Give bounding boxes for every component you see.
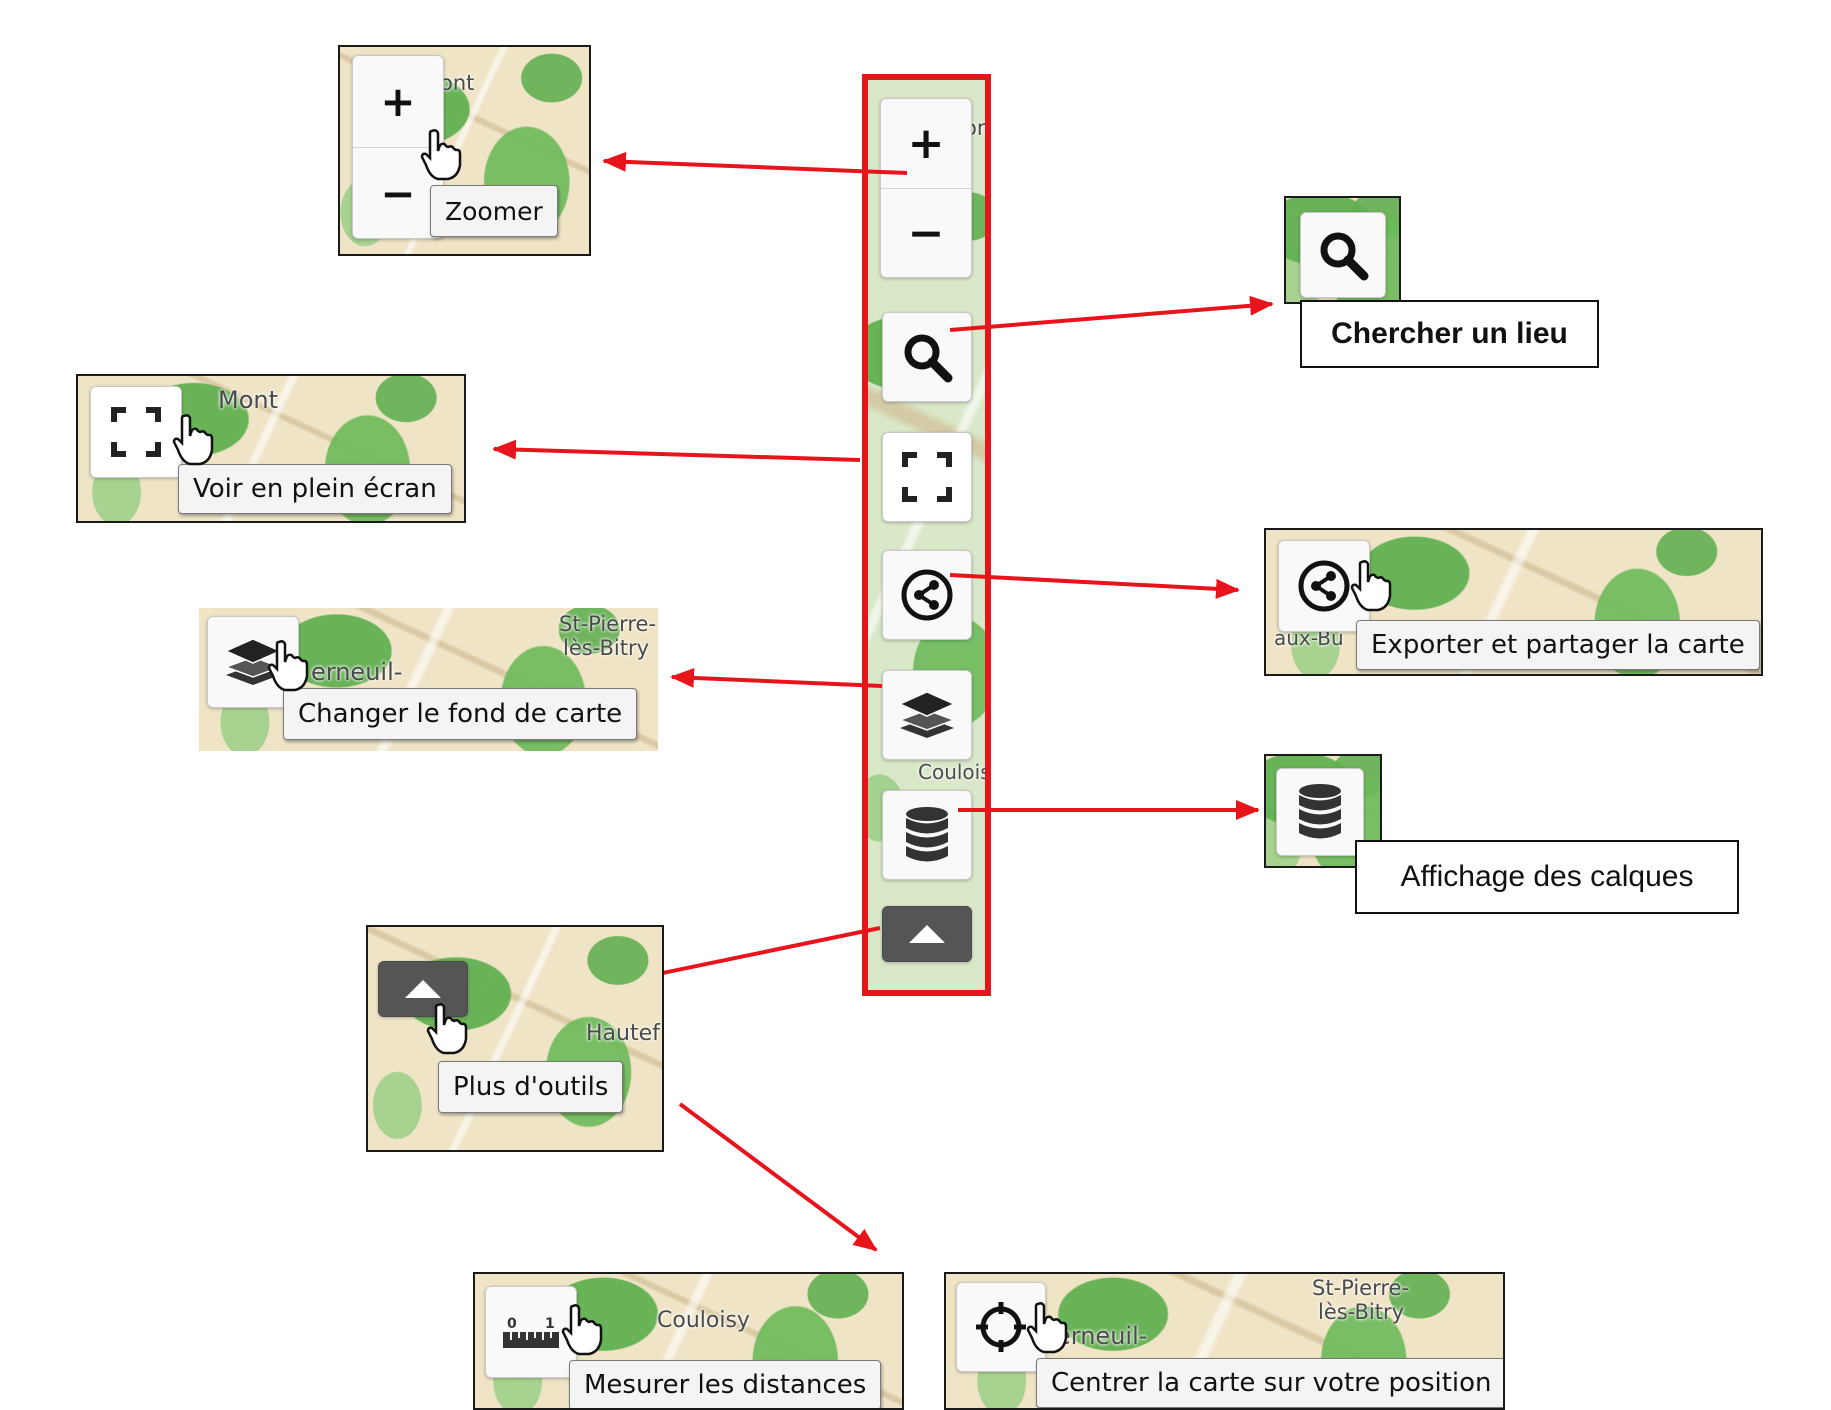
search-button[interactable] (1300, 212, 1386, 298)
map-label: St-Pierre- (559, 612, 657, 636)
fullscreen-icon (111, 407, 161, 457)
tooltip-search: Chercher un lieu (1300, 300, 1599, 368)
map-label: Hautef (586, 1021, 660, 1046)
crosshair-icon (976, 1302, 1026, 1352)
toolbar-map-strip: on Couloisy + − (862, 74, 991, 996)
map-label: lès-Bitry (563, 636, 650, 660)
center-callout: St-Pierre- lès-Bitry erneuil- Centrer la… (944, 1272, 1505, 1410)
share-button[interactable] (882, 550, 972, 640)
share-callout: aux-Bu Exporter et partager la carte (1264, 528, 1763, 676)
measure-callout: Couloisy 0 1 Mesurer les distances (473, 1272, 904, 1410)
map-label: erneuil- (1056, 1322, 1148, 1350)
map-label: Couloisy (918, 760, 991, 784)
search-callout (1284, 196, 1401, 304)
hand-pointer-icon (267, 640, 309, 692)
arrow-fullscreen (492, 439, 861, 462)
basemap-button[interactable] (882, 670, 972, 760)
svg-text:1: 1 (545, 1316, 555, 1332)
more-tools-button[interactable] (378, 961, 468, 1017)
arrow-zoom (602, 151, 908, 175)
arrow-basemap (670, 667, 883, 688)
tooltip-basemap: Changer le fond de carte (283, 688, 638, 740)
triangle-up-icon (909, 925, 945, 943)
tooltip-more-tools: Plus d'outils (438, 1061, 624, 1113)
share-icon (1298, 560, 1350, 612)
layers-stack-icon (898, 691, 956, 738)
more-tools-callout: Hautef Plus d'outils (366, 925, 664, 1152)
map-label: lès-Bitry (1318, 1300, 1405, 1324)
more-tools-button[interactable] (882, 906, 972, 962)
tooltip-center: Centrer la carte sur votre position (1036, 1358, 1503, 1408)
hand-pointer-icon (426, 1003, 468, 1055)
arrow-extra-tools (678, 1102, 878, 1252)
fullscreen-button[interactable] (882, 432, 972, 522)
hand-pointer-icon (561, 1304, 603, 1356)
share-icon (901, 569, 953, 621)
layers-button[interactable] (1276, 768, 1364, 856)
basemap-callout: St-Pierre- lès-Bitry erneuil- Changer le… (199, 608, 658, 751)
zoom-in-button[interactable]: + (353, 56, 443, 148)
magnifier-icon (904, 334, 953, 383)
zoom-control: + − (880, 98, 972, 278)
magnifier-icon (1320, 232, 1369, 281)
ruler-icon: 0 1 (503, 1316, 559, 1348)
zoom-out-button[interactable]: − (907, 207, 945, 259)
hand-pointer-icon (1026, 1302, 1068, 1354)
map-label: aux-Bu (1274, 626, 1344, 650)
fullscreen-callout: Mont Voir en plein écran (76, 374, 466, 523)
map-label: erneuil- (311, 658, 403, 686)
database-icon (1299, 784, 1341, 839)
tooltip-layers: Affichage des calques (1355, 840, 1739, 914)
tooltip-fullscreen: Voir en plein écran (178, 464, 452, 514)
tooltip-measure: Mesurer les distances (569, 1360, 882, 1408)
hand-pointer-icon (172, 414, 214, 466)
hand-pointer-icon (420, 129, 462, 181)
map-label: ont (440, 71, 475, 95)
hand-pointer-icon (1350, 560, 1392, 612)
search-button[interactable] (882, 312, 972, 402)
tooltip-zoom: Zoomer (430, 185, 558, 237)
fullscreen-icon (902, 452, 952, 502)
arrow-search (949, 295, 1274, 332)
layers-stack-icon (224, 638, 282, 685)
arrow-share (949, 573, 1240, 599)
tooltip-share: Exporter et partager la carte (1356, 620, 1760, 670)
layers-button[interactable] (882, 790, 972, 880)
zoom-out-button[interactable]: − (380, 168, 416, 218)
triangle-up-icon (405, 980, 441, 998)
map-label: Couloisy (657, 1308, 750, 1333)
map-label: Mont (218, 386, 279, 414)
map-label: St-Pierre- (1312, 1276, 1410, 1300)
database-icon (906, 807, 948, 862)
zoom-callout: ont + − Zoomer (338, 45, 591, 256)
measure-button[interactable]: 0 1 (485, 1286, 577, 1378)
zoom-in-button[interactable]: + (881, 99, 971, 189)
svg-text:0: 0 (507, 1316, 517, 1332)
fullscreen-button[interactable] (90, 386, 182, 478)
